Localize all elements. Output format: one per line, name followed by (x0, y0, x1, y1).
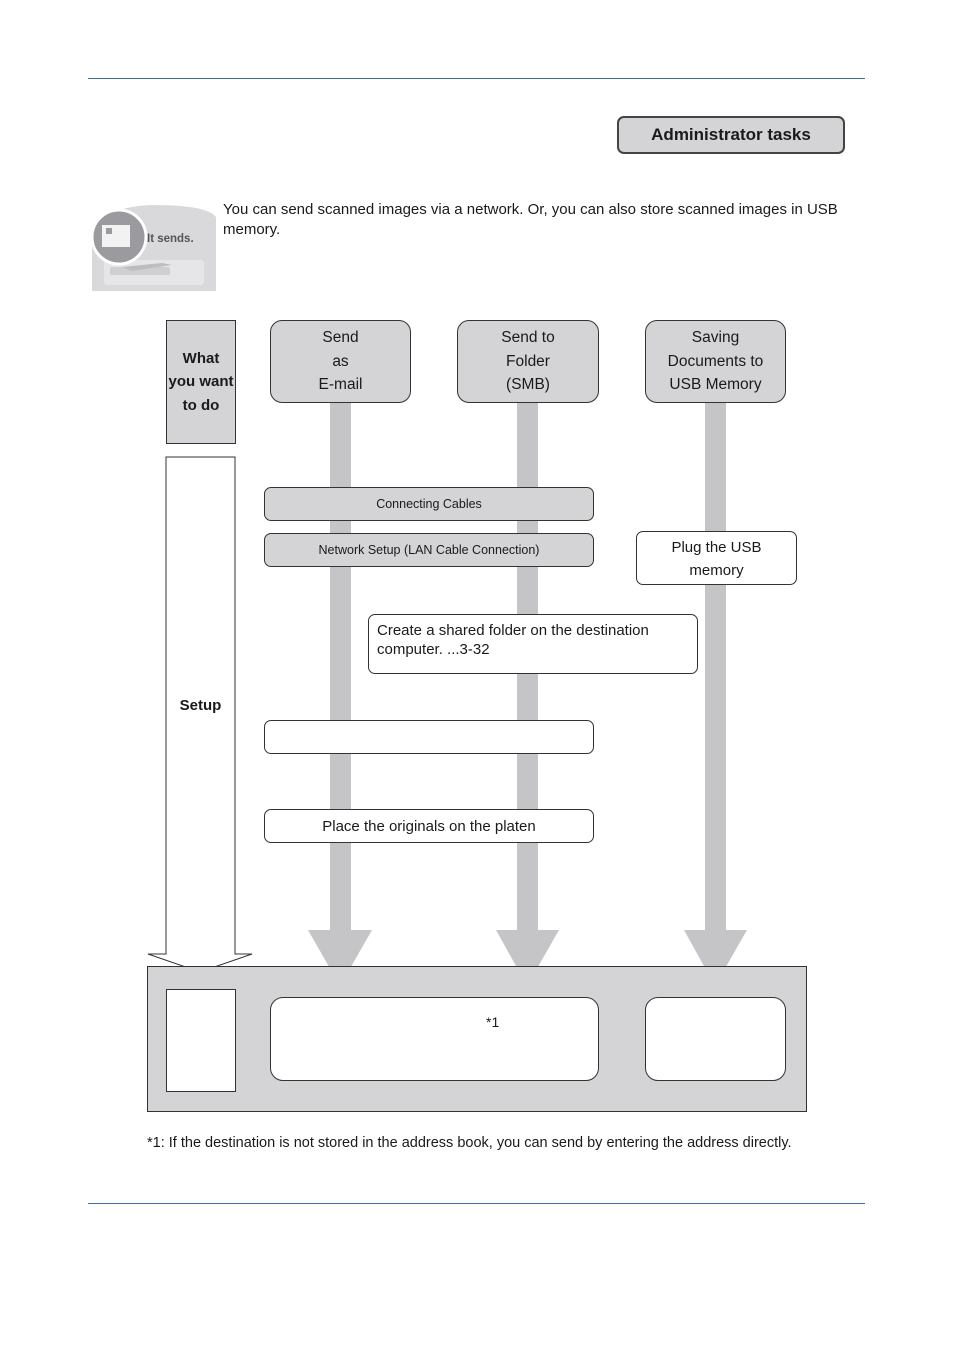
header-line: (SMB) (506, 376, 550, 394)
plug-usb-step: Plug the USB memory (636, 531, 797, 585)
header-line: Documents to (667, 352, 764, 370)
result-row-label (166, 989, 236, 1092)
row-label-line: you want (168, 373, 234, 391)
step-line: memory (689, 562, 744, 579)
header-line: as (332, 352, 349, 370)
header-rule (88, 78, 865, 79)
setup-label: Setup (179, 697, 222, 714)
row-label-line: What (182, 349, 220, 367)
header-line: USB Memory (669, 376, 762, 394)
header-line: Send (322, 329, 359, 347)
step-label: Connecting Cables (376, 497, 482, 511)
send-email-header: Send as E-mail (270, 320, 411, 403)
footer-rule (88, 1203, 865, 1204)
send-folder-header: Send to Folder (SMB) (457, 320, 599, 403)
send-result-box: *1 (270, 997, 599, 1081)
it-sends-icon (90, 205, 216, 291)
intro-text: You can send scanned images via a networ… (223, 201, 838, 238)
it-sends-caption: It sends. (147, 233, 194, 245)
shared-folder-step: Create a shared folder on the destinatio… (368, 614, 698, 674)
email-arrow-head (308, 930, 372, 986)
step-line: Create a shared folder on the destinatio… (377, 622, 649, 639)
usb-result-box (645, 997, 786, 1081)
step-line: computer. ...3-32 (377, 641, 490, 658)
step-label: Network Setup (LAN Cable Connection) (318, 543, 540, 557)
footnote-marker: *1 (486, 1014, 500, 1030)
header-line: Saving (691, 329, 740, 347)
step-line: Plug the USB (671, 539, 762, 556)
row-label-line: to do (182, 396, 220, 414)
what-you-want-label: What you want to do (166, 320, 236, 444)
place-originals-step: Place the originals on the platen (264, 809, 594, 843)
usb-arrow-head (684, 930, 747, 986)
footnote: *1: If the destination is not stored in … (147, 1135, 792, 1151)
step-label: Place the originals on the platen (322, 817, 536, 835)
setup-arrow (147, 456, 253, 973)
header-line: E-mail (318, 376, 363, 394)
header-line: Folder (506, 352, 550, 370)
network-setup-step: Network Setup (LAN Cable Connection) (264, 533, 594, 567)
blank-step (264, 720, 594, 754)
administrator-tasks-badge: Administrator tasks (617, 116, 845, 154)
folder-arrow-head (496, 930, 559, 986)
header-line: Send to (501, 329, 555, 347)
connecting-cables-step: Connecting Cables (264, 487, 594, 521)
usb-memory-header: Saving Documents to USB Memory (645, 320, 786, 403)
